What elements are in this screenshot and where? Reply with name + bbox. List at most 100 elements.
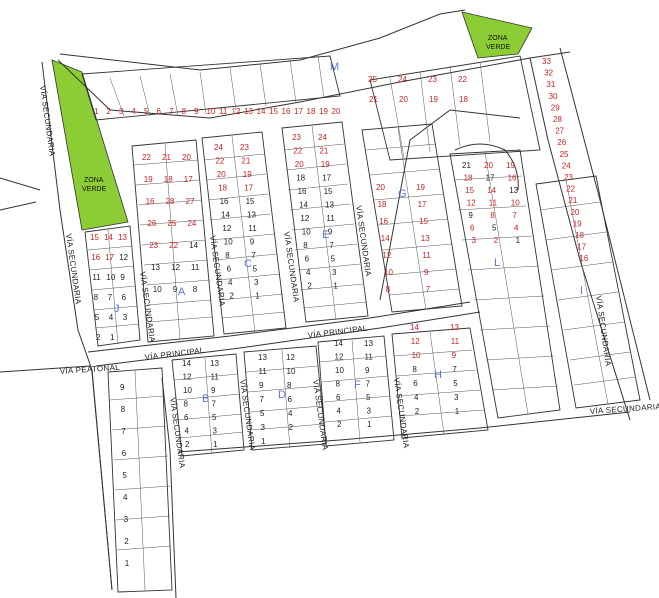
- lot-number-block_d-10: 3: [261, 423, 266, 432]
- lot-number-block_d-12: 1: [261, 437, 266, 446]
- lot-number-west_strip-4: 5: [122, 471, 127, 480]
- lot-number-right_col-12: 21: [568, 196, 577, 205]
- lot-number-block_c-21: 3: [254, 278, 259, 287]
- lot-number-block_g-8: 12: [382, 251, 391, 260]
- lot-number-right_col-14: 19: [573, 219, 582, 228]
- lot-number-block_e-2: 22: [293, 147, 302, 156]
- lot-number-top_row-3: 4: [132, 107, 137, 116]
- lot-number-right_col-1: 32: [544, 69, 553, 78]
- lot-number-block_g-6: 14: [381, 234, 390, 243]
- block-e-outline: [281, 121, 369, 323]
- lot-number-block_l-17: 4: [514, 224, 519, 233]
- lot-number-block_e-18: 6: [305, 255, 310, 264]
- block-h-outline: [391, 327, 489, 439]
- lot-number-block_g-7: 13: [421, 234, 430, 243]
- lot-number-block_d-3: 10: [287, 367, 296, 376]
- lot-number-block_l-4: 17: [486, 174, 495, 183]
- via-secundaria-label-1: VÍA SECUNDARIA: [38, 85, 57, 157]
- lot-number-right_col-10: 23: [564, 173, 573, 182]
- lot-number-block_g-3: 17: [418, 200, 427, 209]
- lot-number-block_c-11: 13: [247, 211, 256, 220]
- lot-number-block_j-8: 9: [120, 273, 125, 282]
- lot-number-block_j-14: 3: [123, 313, 128, 322]
- lot-number-block_g-10: 10: [384, 268, 393, 277]
- lot-number-right_col-9: 24: [562, 161, 571, 170]
- lot-number-block_l-3: 18: [464, 174, 473, 183]
- lot-number-block_f-2: 12: [335, 353, 344, 362]
- lot-number-top_row-4: 5: [144, 107, 149, 116]
- lot-number-block_a-12: 23: [149, 241, 158, 250]
- lot-number-block_a-7: 28: [166, 197, 175, 206]
- lot-number-block_c-2: 22: [215, 157, 224, 166]
- block-letter-e: E: [322, 229, 329, 241]
- lot-number-top_row-1: 2: [107, 107, 112, 116]
- lot-number-block_l-2: 19: [506, 161, 515, 170]
- lot-lines: [87, 55, 637, 591]
- via-secundaria-label-9: VÍA SECUNDARIA: [311, 379, 330, 451]
- lot-number-west_strip-6: 3: [124, 515, 129, 524]
- lot-number-block_b-10: 4: [185, 427, 190, 436]
- lot-number-block_c-16: 8: [225, 251, 230, 260]
- lot-number-block_j-11: 6: [122, 293, 127, 302]
- lot-number-block_c-23: 1: [255, 292, 260, 301]
- lot-number-block_j-15: 2: [96, 333, 101, 342]
- lot-number-block_c-13: 11: [248, 224, 257, 233]
- block-letter-g: G: [398, 188, 407, 200]
- lot-number-block_a-14: 14: [189, 241, 198, 250]
- lot-number-block_g-11: 9: [424, 268, 429, 277]
- lot-number-block_c-14: 10: [224, 238, 233, 247]
- lot-number-block_g-2: 18: [378, 200, 387, 209]
- lot-number-block_f-8: 6: [336, 393, 341, 402]
- lot-number-block_l-15: 6: [470, 224, 475, 233]
- block-m-outline: [369, 55, 541, 161]
- lot-number-block_l-12: 9: [468, 211, 473, 220]
- lot-number-block_h-4: 10: [412, 351, 421, 360]
- lot-number-west_strip-7: 2: [124, 537, 129, 546]
- lot-number-block_j-1: 14: [104, 233, 113, 242]
- lot-number-block_h-5: 9: [452, 351, 457, 360]
- lot-number-block_l-18: 3: [472, 236, 477, 245]
- road-network: [0, 9, 651, 598]
- lot-number-top_row-17: 18: [307, 107, 316, 116]
- lot-number-block_e-17: 7: [329, 241, 334, 250]
- block-a-outline: [131, 139, 215, 343]
- lot-number-block_e-8: 16: [298, 187, 307, 196]
- lot-number-block_e-7: 17: [322, 174, 331, 183]
- lot-number-block_f-12: 2: [337, 420, 342, 429]
- lot-number-block_l-9: 12: [467, 199, 476, 208]
- lot-number-block_c-12: 12: [222, 224, 231, 233]
- lot-number-top_row-9: 10: [207, 107, 216, 116]
- lot-number-top_row-14: 15: [269, 107, 278, 116]
- lot-number-block_a-16: 12: [171, 263, 180, 272]
- block-letter-l: L: [494, 257, 500, 269]
- lot-number-block_e-6: 18: [296, 174, 305, 183]
- zona-verde-west-line2: VERDE: [82, 186, 106, 193]
- lot-number-block_a-18: 10: [153, 285, 162, 294]
- lot-number-block_d-5: 8: [287, 381, 292, 390]
- lot-number-block_c-20: 4: [228, 278, 233, 287]
- lot-number-block_j-9: 8: [94, 293, 99, 302]
- lot-number-top_row-11: 12: [232, 107, 241, 116]
- block-letters: A B C D E F G H I J L M: [114, 61, 583, 405]
- lot-number-block_e-0: 23: [292, 133, 301, 142]
- block-letter-i: I: [580, 285, 583, 297]
- lot-number-block_h-8: 6: [413, 379, 418, 388]
- zona-verde-west-line1: ZONA: [84, 177, 104, 184]
- lot-number-block_h-11: 3: [454, 393, 459, 402]
- via-secundaria-label-3: VÍA SECUNDARIA: [138, 271, 157, 343]
- lot-number-block_e-19: 5: [331, 255, 336, 264]
- lot-number-top_row-5: 6: [157, 107, 162, 116]
- via-principal-label-east: VÍA PRINCIPAL: [307, 324, 368, 340]
- lot-number-block_e-12: 12: [300, 214, 309, 223]
- lot-number-block_f-6: 8: [336, 380, 341, 389]
- lot-number-block_m-4: 21: [369, 95, 378, 104]
- lot-number-block_l-5: 16: [508, 174, 517, 183]
- lot-number-block_h-10: 4: [414, 393, 419, 402]
- lot-number-block_m-2: 23: [428, 75, 437, 84]
- lot-number-block_a-20: 8: [193, 285, 198, 294]
- block-g-outline: [361, 123, 463, 313]
- lot-number-block_b-7: 7: [212, 400, 217, 409]
- lot-number-block_a-15: 13: [151, 263, 160, 272]
- lot-number-block_a-4: 18: [164, 175, 173, 184]
- lot-number-block_m-0: 25: [368, 75, 377, 84]
